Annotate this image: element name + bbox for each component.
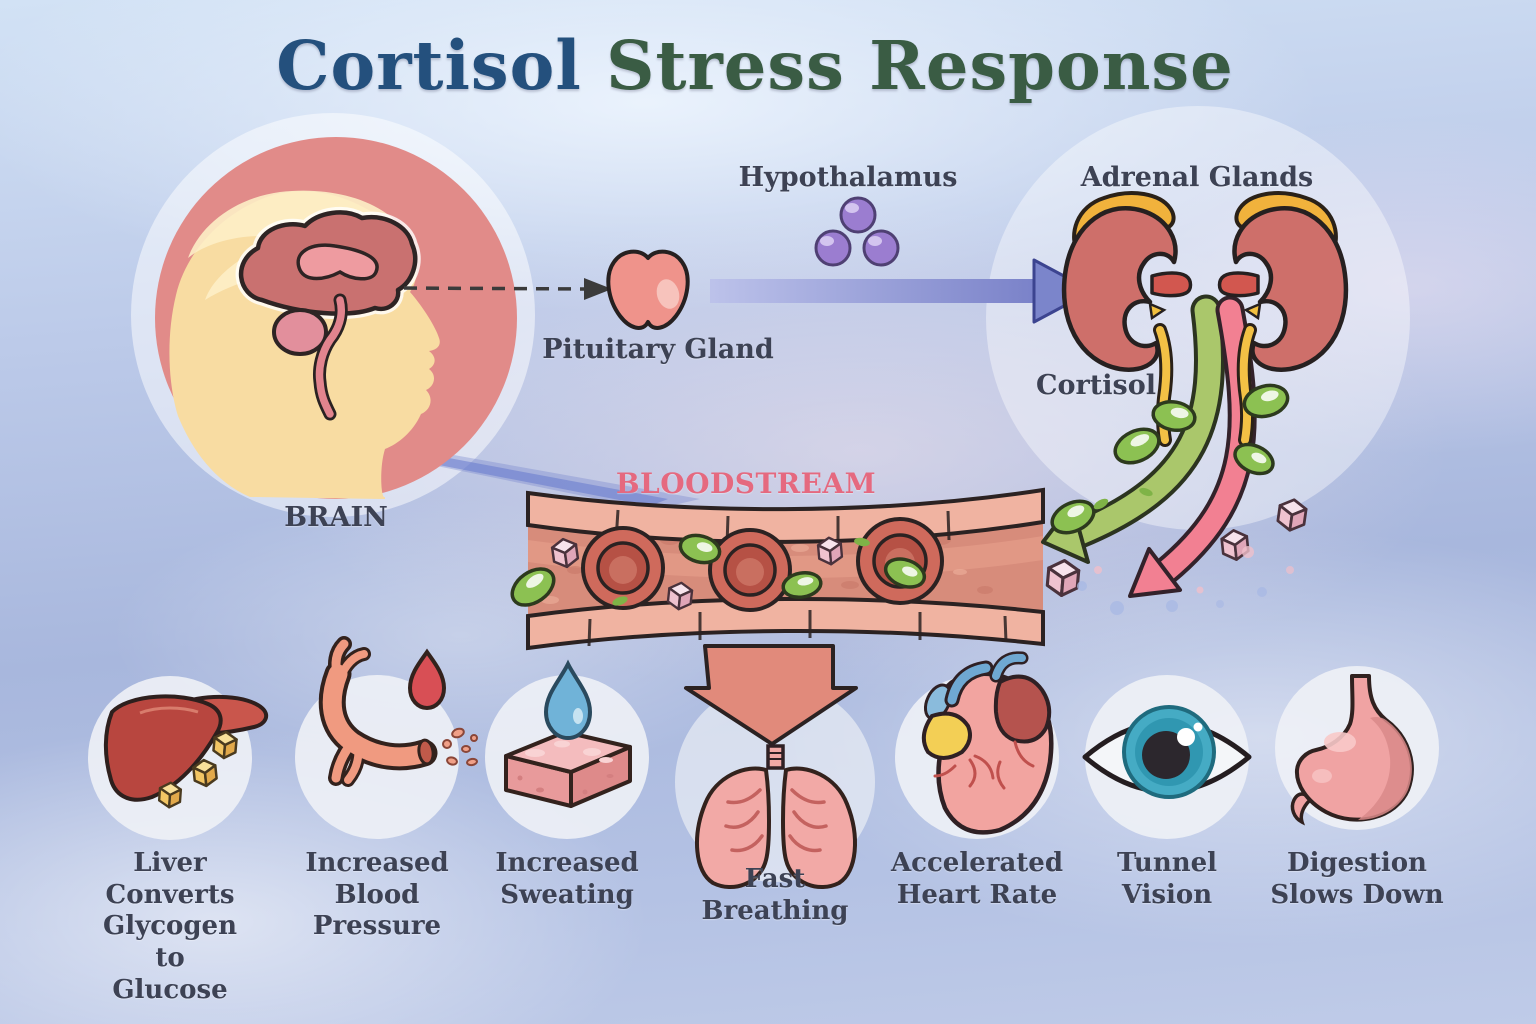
glucose-cubes-yellow: [157, 730, 238, 809]
cortisol-bits: [612, 487, 1153, 606]
pituitary-gland-icon: [606, 249, 690, 330]
heart-icon: [921, 651, 1054, 835]
glucose-cubes: [550, 498, 1308, 611]
signal-arrow-blue: [710, 258, 1094, 324]
brain-icon: [235, 207, 421, 421]
blood-vessel-icon: [318, 636, 478, 787]
stomach-icon: [1290, 674, 1414, 826]
effect-label-breathing: Fast Breathing: [701, 864, 849, 926]
bloodstream-illustration: [526, 487, 1045, 651]
skin-pores: [517, 774, 614, 795]
effect-label-tunnel-vision: Tunnel Vision: [1116, 848, 1218, 910]
page-title: Cortisol Stress Response: [276, 26, 1234, 105]
red-blood-cell: [708, 528, 792, 612]
hypothalamus-label: Hypothalamus: [738, 162, 958, 193]
eye-icon: [1082, 705, 1252, 799]
red-blood-cell: [581, 526, 665, 610]
effect-label-sweating: Increased Sweating: [495, 848, 639, 910]
dashed-connector-arrow: [403, 278, 612, 300]
brain-label: BRAIN: [284, 502, 388, 533]
liver-icon: [103, 694, 269, 809]
lung-lobe: [695, 766, 771, 889]
brain-illustration: [155, 137, 517, 499]
release-arrow-down: [684, 644, 858, 746]
sweat-drop-skin-icon: [504, 659, 632, 808]
title-words-stress-response: Stress Response: [606, 26, 1234, 105]
vessel-bottom-wall: [526, 596, 1045, 651]
effect-label-heart-rate: Accelerated Heart Rate: [890, 848, 1064, 910]
coronary-veins: [933, 740, 1035, 790]
cortisol-molecules: [510, 383, 1290, 607]
brain-to-bloodstream-streak: [368, 444, 700, 510]
bloodstream-label: BLOODSTREAM: [615, 467, 877, 500]
blood-drop: [407, 648, 447, 711]
sweat-drop: [543, 659, 593, 741]
background-dots: [1077, 546, 1294, 615]
skin-spots: [525, 740, 613, 763]
lungs-icon: [695, 744, 857, 890]
vessel-wall-seams: [587, 509, 1008, 647]
effect-label-digestion: Digestion Slows Down: [1270, 848, 1444, 910]
effect-label-liver: Liver Converts Glycogen to Glucose: [103, 848, 237, 1005]
blood-spray-dots: [442, 727, 478, 767]
effect-label-blood-pressure: Increased Blood Pressure: [305, 848, 449, 942]
cortisol-label: Cortisol: [1036, 370, 1156, 401]
title-word-cortisol: Cortisol: [276, 26, 582, 105]
hypothalamus-icon: [814, 196, 900, 267]
pituitary-label: Pituitary Gland: [542, 334, 774, 365]
adrenal-label: Adrenal Glands: [1080, 162, 1314, 193]
